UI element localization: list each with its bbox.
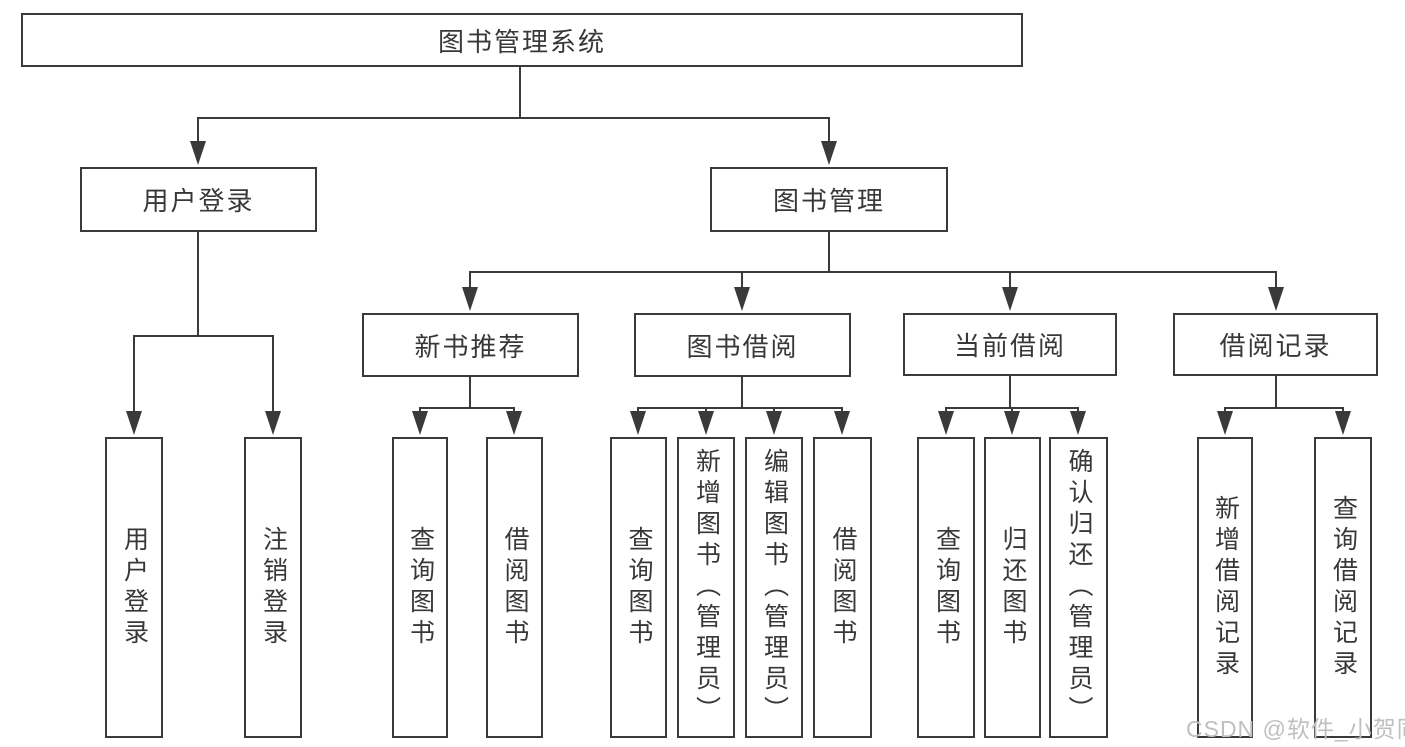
node-label: 查询图书 bbox=[625, 525, 653, 650]
arrow-down-icon bbox=[821, 141, 837, 165]
node-leaf-bb-borrow: 借阅图书 bbox=[813, 437, 872, 738]
arrow-down-icon bbox=[1004, 411, 1020, 435]
connector-vline bbox=[741, 377, 743, 408]
connector-hline bbox=[197, 117, 830, 119]
node-label: 新增图书（管理员） bbox=[692, 448, 721, 727]
connector-vline bbox=[469, 377, 471, 408]
csdn-watermark: CSDN @软件_小贺同学 bbox=[1186, 716, 1405, 742]
node-leaf-br-add: 新增借阅记录 bbox=[1197, 437, 1253, 738]
arrow-down-icon bbox=[630, 411, 646, 435]
arrow-stem bbox=[469, 272, 471, 293]
node-leaf-bb-edit: 编辑图书（管理员） bbox=[745, 437, 803, 738]
arrow-down-icon bbox=[265, 411, 281, 435]
node-label: 图书管理 bbox=[772, 186, 885, 216]
node-leaf-cb-query: 查询图书 bbox=[917, 437, 975, 738]
node-current-borrow: 当前借阅 bbox=[903, 313, 1117, 376]
node-label: 查询借阅记录 bbox=[1329, 494, 1358, 681]
node-label: 归还图书 bbox=[999, 525, 1027, 650]
node-leaf-cb-return: 归还图书 bbox=[984, 437, 1041, 738]
node-leaf-bb-add: 新增图书（管理员） bbox=[677, 437, 735, 738]
arrow-down-icon bbox=[1217, 411, 1233, 435]
node-new-book-rec: 新书推荐 bbox=[362, 313, 579, 377]
node-label: 新增借阅记录 bbox=[1211, 494, 1240, 681]
node-label: 借阅图书 bbox=[829, 525, 857, 650]
arrow-stem bbox=[1009, 272, 1011, 293]
arrow-stem bbox=[1275, 272, 1277, 293]
arrow-down-icon bbox=[412, 411, 428, 435]
arrow-down-icon bbox=[1335, 411, 1351, 435]
arrow-stem bbox=[828, 118, 830, 147]
arrow-stem bbox=[133, 336, 135, 417]
arrow-down-icon bbox=[698, 411, 714, 435]
node-label: 用户登录 bbox=[120, 525, 149, 650]
node-label: 查询图书 bbox=[932, 525, 961, 650]
node-label: 注销登录 bbox=[259, 525, 288, 650]
arrow-down-icon bbox=[938, 411, 954, 435]
node-leaf-br-query: 查询借阅记录 bbox=[1314, 437, 1372, 738]
node-label: 借阅记录 bbox=[1219, 331, 1332, 361]
node-borrow-record: 借阅记录 bbox=[1173, 313, 1378, 376]
arrow-down-icon bbox=[834, 411, 850, 435]
arrow-down-icon bbox=[734, 287, 750, 311]
node-label: 图书管理系统 bbox=[437, 26, 606, 57]
arrow-stem bbox=[272, 336, 274, 417]
node-book-borrow: 图书借阅 bbox=[634, 313, 851, 377]
connector-hline bbox=[469, 271, 1277, 273]
arrow-down-icon bbox=[1002, 287, 1018, 311]
node-leaf-bb-query: 查询图书 bbox=[610, 437, 667, 738]
arrow-down-icon bbox=[1268, 287, 1284, 311]
node-label: 新书推荐 bbox=[414, 331, 527, 362]
node-label: 借阅图书 bbox=[501, 525, 529, 650]
connector-hline bbox=[133, 335, 274, 337]
connector-vline bbox=[197, 232, 199, 336]
node-leaf-user-login: 用户登录 bbox=[105, 437, 163, 738]
node-leaf-nb-borrow: 借阅图书 bbox=[486, 437, 543, 738]
node-leaf-nb-query: 查询图书 bbox=[392, 437, 448, 738]
node-label: 查询图书 bbox=[406, 525, 435, 650]
node-label: 当前借阅 bbox=[953, 331, 1066, 361]
connector-hline bbox=[1224, 407, 1344, 409]
connector-hline bbox=[637, 407, 843, 409]
connector-vline bbox=[1275, 376, 1277, 408]
arrow-down-icon bbox=[190, 141, 206, 165]
arrow-down-icon bbox=[126, 411, 142, 435]
node-label: 图书借阅 bbox=[686, 331, 799, 362]
arrow-down-icon bbox=[506, 411, 522, 435]
node-label: 编辑图书（管理员） bbox=[760, 448, 789, 727]
node-label: 确认归还（管理员） bbox=[1065, 448, 1093, 727]
node-label: 用户登录 bbox=[142, 186, 255, 216]
connector-vline bbox=[519, 67, 521, 118]
arrow-down-icon bbox=[462, 287, 478, 311]
node-leaf-cb-confirm: 确认归还（管理员） bbox=[1049, 437, 1108, 738]
connector-hline bbox=[419, 407, 515, 409]
connector-vline bbox=[828, 232, 830, 272]
arrow-down-icon bbox=[766, 411, 782, 435]
node-root: 图书管理系统 bbox=[21, 13, 1023, 67]
arrow-down-icon bbox=[1070, 411, 1086, 435]
node-book-mgmt: 图书管理 bbox=[710, 167, 948, 232]
node-user-login: 用户登录 bbox=[80, 167, 317, 232]
arrow-stem bbox=[741, 272, 743, 293]
connector-vline bbox=[1009, 376, 1011, 408]
arrow-stem bbox=[197, 118, 199, 147]
node-leaf-logout: 注销登录 bbox=[244, 437, 302, 738]
